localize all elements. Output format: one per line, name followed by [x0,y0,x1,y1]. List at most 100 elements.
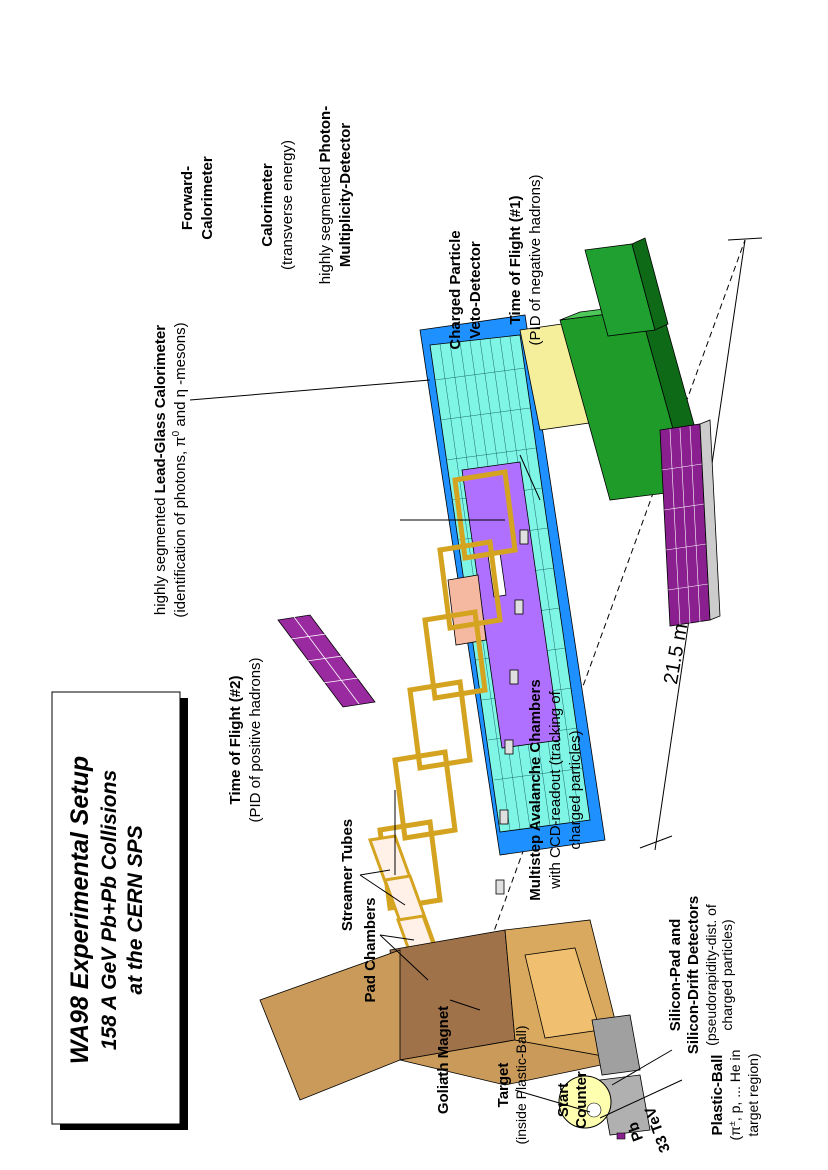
beam-line1: Pb [625,1120,648,1144]
tof1-line2: (PID of negative hadrons) [527,175,544,346]
tof2-line2: (PID of positive hadrons) [247,657,264,822]
tof2-line1: Time of Flight (#2) [227,676,244,805]
leader-veto [519,454,541,501]
tof1-grid [661,425,709,626]
msac-ccd-cameras [495,529,529,895]
magnet-top [389,929,516,1061]
ccd-camera [499,809,509,825]
leader-lead-glass [189,379,431,401]
svg-text:(identification of photons,: (identification of photons, π0 and η -me… [171,322,189,617]
veto-line1: Charged Particle [447,230,464,349]
eta-symbol: η [172,389,189,397]
plastic-line3: target region) [745,1053,761,1136]
label-lead-glass: highly segmented Lead-Glass Calorimeter … [152,322,189,617]
pi0-sup: 0 [171,430,182,436]
distance-label: 21.5 m [660,622,692,686]
start-counter [616,1132,626,1140]
msac-line3: charged particles) [567,730,584,849]
pmd-name-1: Photon- [317,106,334,163]
lead-glass-name: Lead-Glass Calorimeter [152,325,169,494]
title-line1: WA98 Experimental Setup [66,756,94,1064]
veto-line2: Veto-Detector [467,241,484,339]
plastic-line1: Plastic-Ball [709,1055,726,1136]
ccd-camera [495,879,505,895]
label-target: Target (inside Plastic-Ball) [495,1025,529,1144]
tof1-line1: Time of Flight (#1) [507,196,524,325]
goliath-text: Goliath Magnet [435,1006,452,1114]
pi0-symbol: π [172,436,189,446]
silicon-line4: charged particles) [719,919,735,1030]
leader-goliath [449,999,481,1011]
leader-target [514,1089,591,1113]
msac-chambers [377,469,518,911]
tof1-wall [659,419,721,627]
lead-glass-desc-a: (identification of photons, [172,447,189,618]
start-counter-box [616,1132,626,1140]
svg-text:highly segmented Lead-Glass Ca: highly segmented Lead-Glass Calorimeter [152,325,169,615]
msac-line2: with CCD-readout (tracking of [547,690,564,889]
distance-tick-near [639,835,673,849]
ccd-camera [504,739,514,755]
lead-glass-prefix: highly segmented [152,493,169,615]
calorimeter-line2: (transverse energy) [279,140,296,270]
forward-cal-line1: Forward- [179,166,196,230]
label-streamer: Streamer Tubes [339,819,356,931]
target-line2: (inside Plastic-Ball) [513,1025,529,1144]
title-line3: at the CERN SPS [124,825,147,994]
plastic-line2sup: ± [727,1121,737,1126]
title-line2: 158 A GeV Pb+Pb Collisions [98,770,121,1050]
tof1-side [699,419,721,621]
label-charged-veto: Charged Particle Veto-Detector [447,230,484,349]
msac-chamber-3 [407,679,473,771]
forward-cal-line2: Calorimeter [199,156,216,240]
forward-calorimeter-side [631,237,669,331]
lead-glass-desc-c: -mesons) [172,322,189,389]
leader-streamer-2 [359,874,406,906]
magnet-yoke [259,949,401,1101]
tof2-wall [277,614,376,708]
label-start-counter: Start Counter [555,1071,590,1129]
msac-chamber-2 [392,749,458,841]
beam-axis [439,239,746,1081]
beam-axis-line [439,239,746,1081]
leader-streamer-1 [359,869,391,876]
start-line2: Counter [573,1071,590,1129]
silicon-line2: Silicon-Drift Detectors [685,896,702,1054]
label-tof2: Time of Flight (#2) (PID of positive had… [227,657,264,822]
target-hole [586,1102,602,1118]
ccd-camera [509,669,519,685]
gray-block-1 [591,1014,641,1076]
label-msac: Multistep Avalanche Chambers with CCD-re… [527,679,584,900]
msac-chamber-4 [422,609,488,701]
silicon-line3: (pseudorapidity-dist. of [703,904,719,1046]
streamer-text: Streamer Tubes [339,819,356,931]
lead-glass-desc-b: and [172,397,189,430]
svg-text:(π±, p, ... He in: (π±, p, ... He in [727,1050,743,1141]
distance-tick-far [727,237,763,241]
silicon-line1: Silicon-Pad and [667,919,684,1032]
label-goliath: Goliath Magnet [435,1006,452,1114]
pmd-name-2: Multiplicity-Detector [337,123,354,267]
label-photon-multiplicity: highly segmented Photon- Multiplicity-De… [317,106,354,284]
label-forward-calorimeter: Forward- Calorimeter [179,156,216,240]
tof2-grid [283,616,373,705]
msac-chamber-6 [452,469,518,561]
start-line1: Start [555,1083,572,1117]
label-calorimeter: Calorimeter (transverse energy) [259,140,296,270]
leader-pad-1 [379,934,415,941]
leader-pad-2 [379,934,429,981]
label-beam: Pb [625,1120,648,1144]
photon-multiplicity-detector [461,461,561,749]
ccd-camera [519,529,529,545]
leader-silicon [611,1049,673,1086]
title-box-frame [51,691,181,1125]
label-plastic-ball: Plastic-Ball (π±, p, ... He in target re… [709,1050,761,1141]
plastic-line2a: (π [727,1126,743,1141]
msac-chamber-5 [437,539,503,631]
calorimeter-line1: Calorimeter [259,163,276,247]
title-box: WA98 Experimental Setup 158 A GeV Pb+Pb … [51,691,188,1130]
pmd-prefix: highly segmented [317,162,334,284]
msac-line1: Multistep Avalanche Chambers [527,679,544,900]
pad-text: Pad Chambers [362,897,379,1002]
label-tof1: Time of Flight (#1) (PID of negative had… [507,175,544,346]
